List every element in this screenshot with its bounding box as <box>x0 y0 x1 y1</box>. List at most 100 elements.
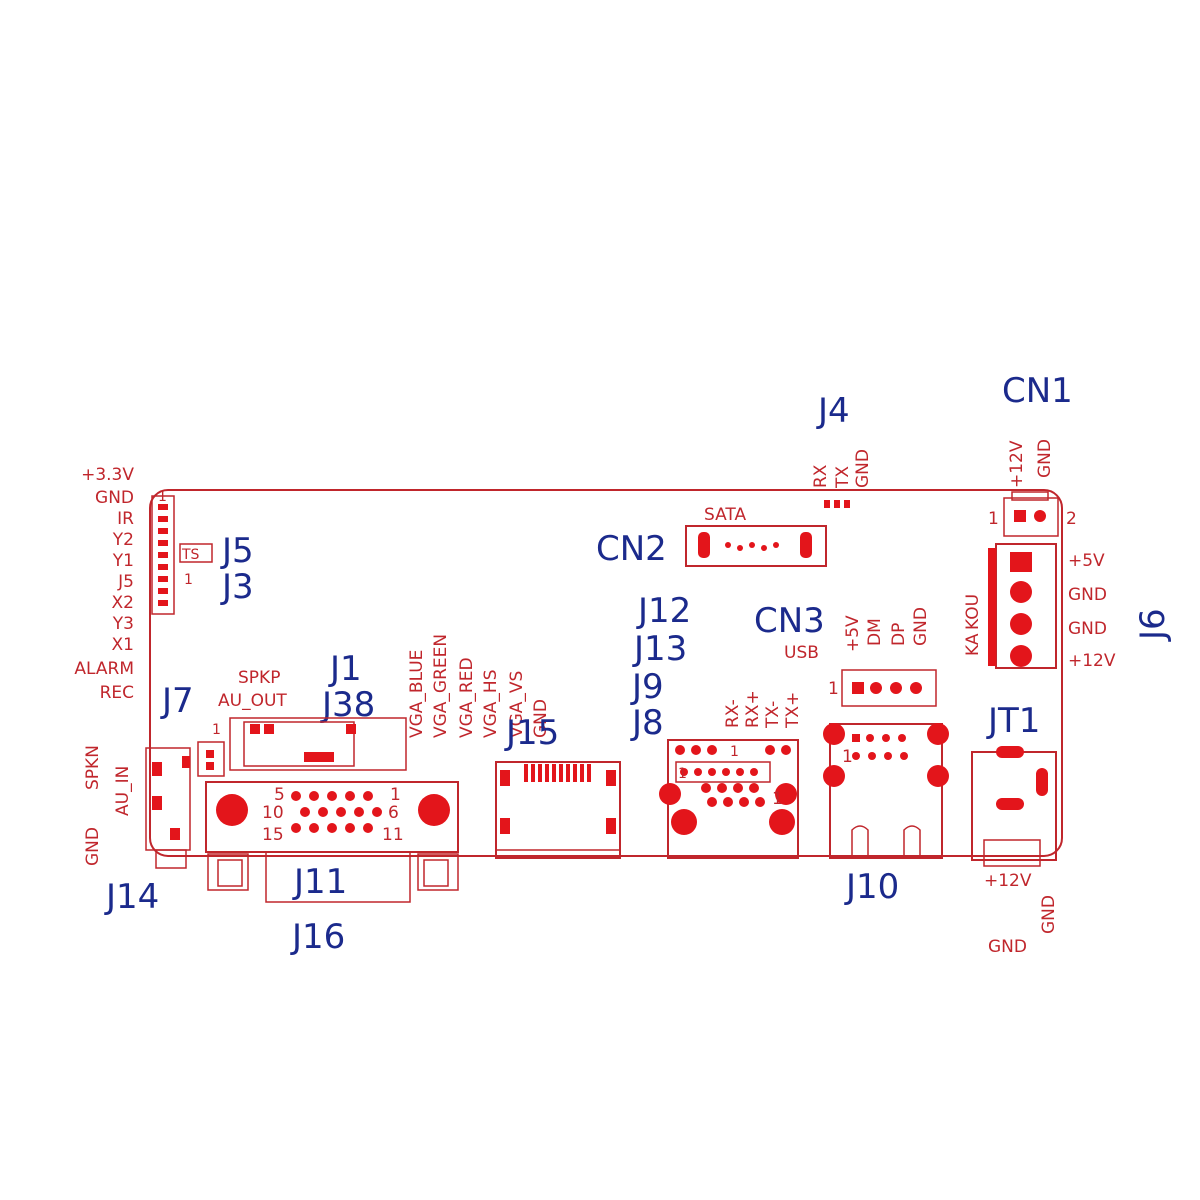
j5-pin-name: GND <box>95 488 134 508</box>
vga-signal-name: VGA_GREEN <box>431 634 451 738</box>
j3-label: J3 <box>220 567 254 607</box>
j14-label: J14 <box>104 877 159 917</box>
j1-label: J1 <box>328 649 362 689</box>
j12-label: J12 <box>636 591 691 631</box>
usb-label: USB <box>784 643 819 663</box>
j4-pin-names: RX TX GND <box>811 449 873 489</box>
ethernet-pin-name: TX- <box>763 701 783 729</box>
j4-pin-name: GND <box>853 449 873 488</box>
cn3-pin-name: DM <box>865 618 885 646</box>
j5-pin-name: +3.3V <box>81 465 134 485</box>
j6-side-kou: KOU <box>963 594 983 630</box>
cn3-pin-name: DP <box>889 623 909 646</box>
cn3-pin-one-label: 1 <box>828 679 839 699</box>
ts-box <box>179 543 213 563</box>
vga-signal-name: VGA_HS <box>481 669 501 738</box>
j5-pin-one-label: 1 <box>158 489 167 505</box>
rj45-connector <box>659 739 799 859</box>
cn3-pin-names: +5V DM DP GND <box>843 607 931 652</box>
rj45-pin-one-label: 1 <box>678 766 687 782</box>
j5-pin-name: X1 <box>112 635 134 655</box>
jt1-label: JT1 <box>986 701 1040 741</box>
j4-pin-name: RX <box>811 464 831 488</box>
vga-signal-name: GND <box>531 699 551 738</box>
cn1-label: CN1 <box>1002 371 1073 411</box>
j9-label: J9 <box>630 667 664 707</box>
j4-label: J4 <box>816 391 850 431</box>
j5-pin-name: REC <box>100 683 134 703</box>
rj45-pin-one-label-2: 1 <box>730 744 739 760</box>
j11-label: J11 <box>292 862 347 902</box>
vga-signal-name: VGA_BLUE <box>407 650 427 738</box>
ethernet-pin-name: RX+ <box>743 690 763 728</box>
ethernet-pin-name: TX+ <box>783 692 803 729</box>
j16-label: J16 <box>290 917 345 957</box>
j4-pads <box>824 500 850 508</box>
j5-pin-names: +3.3V GND IR Y2 Y1 J5 X2 Y3 X1 ALARM REC <box>74 465 134 703</box>
j15-hdmi-connector <box>495 761 621 859</box>
j6-pin-name: +5V <box>1068 551 1105 571</box>
pcb-outline <box>149 489 1063 857</box>
cn2-label: CN2 <box>596 529 667 569</box>
j14-jack <box>145 741 225 869</box>
db15-pin-1: 1 <box>390 785 401 805</box>
j7-label: J7 <box>160 681 194 721</box>
sata-label: SATA <box>704 505 746 525</box>
ts-label: TS <box>181 547 200 563</box>
db15-pin-5: 5 <box>274 785 285 805</box>
j14-pin-au-in: AU_IN <box>113 766 133 816</box>
db15-pin-10: 10 <box>262 803 284 823</box>
j11-vga-connector <box>205 781 459 903</box>
cn2-sata-connector <box>685 525 827 567</box>
j10-usb-connector <box>823 723 949 859</box>
j13-label: J13 <box>632 629 687 669</box>
j5-label: J5 <box>220 531 254 571</box>
vga-signal-name: VGA_RED <box>457 657 477 738</box>
rj45-pin-one-label-3: 1 <box>772 789 783 809</box>
au-out-label: AU_OUT <box>218 691 287 711</box>
j6-pin-name: +12V <box>1068 651 1116 671</box>
vga-signal-names: VGA_BLUE VGA_GREEN VGA_RED VGA_HS VGA_VS… <box>407 634 551 738</box>
j5-pin-name: J5 <box>117 572 134 592</box>
j5-pin-name: Y3 <box>112 614 134 634</box>
j5-pin-name: X2 <box>112 593 134 613</box>
cn3-pin-name: +5V <box>843 615 863 652</box>
j38-label: J38 <box>320 685 375 725</box>
cn1-header <box>1003 491 1059 537</box>
j5-header <box>151 495 175 615</box>
j6-side-ka: KA <box>963 633 983 656</box>
spkp-label: SPKP <box>238 668 280 688</box>
ethernet-pin-name: RX- <box>723 699 743 728</box>
jt1-pin-12v: +12V <box>984 871 1032 891</box>
cn1-pin-12v: +12V <box>1007 440 1027 488</box>
db15-pin-15: 15 <box>262 825 284 845</box>
cn3-header <box>841 669 937 707</box>
cn3-label: CN3 <box>754 601 825 641</box>
j7-header <box>229 717 407 771</box>
j5-pin-name: ALARM <box>74 659 134 679</box>
ethernet-pin-names: RX- RX+ TX- TX+ <box>723 690 803 729</box>
j6-label: J6 <box>1133 608 1173 642</box>
db15-pin-11: 11 <box>382 825 404 845</box>
j8-label: J8 <box>630 703 664 743</box>
j5-pin-name: Y1 <box>112 551 134 571</box>
j14-pin-gnd: GND <box>83 827 103 866</box>
cn1-pin-one-label: 1 <box>988 509 999 529</box>
j7-pin-one-label: 1 <box>212 722 221 738</box>
db15-pin-6: 6 <box>388 803 399 823</box>
jt1-pin-gnd: GND <box>988 937 1027 957</box>
vga-signal-name: VGA_VS <box>507 671 527 738</box>
j15-label: J15 <box>504 713 559 753</box>
cn1-pin-gnd: GND <box>1035 439 1055 478</box>
j10-label: J10 <box>844 867 899 907</box>
j6-pin-name: GND <box>1068 619 1107 639</box>
cn1-pin-two-label: 2 <box>1066 509 1077 529</box>
j14-pin-spkn: SPKN <box>83 745 103 790</box>
j6-pin-name: GND <box>1068 585 1107 605</box>
j6-connector <box>988 543 1057 669</box>
j10-pin-one-label: 1 <box>842 747 853 767</box>
j5-pin-name: Y2 <box>112 530 134 550</box>
j4-pin-name: TX <box>833 466 853 489</box>
jt1-dc-jack <box>971 746 1057 867</box>
